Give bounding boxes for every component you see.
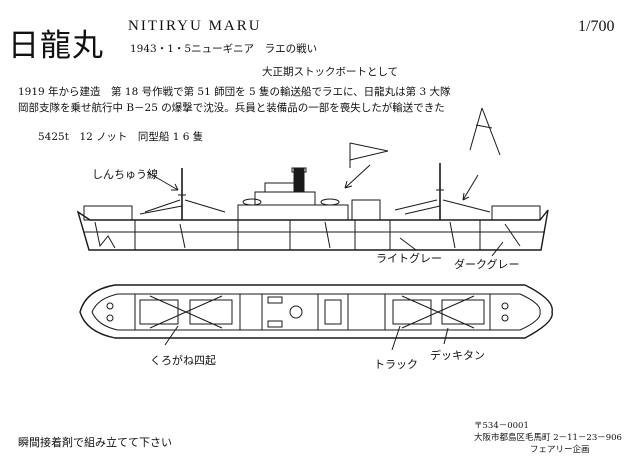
maker-name: フェアリー企画 xyxy=(530,445,590,455)
label-brass-wire: しんちゅう線 xyxy=(92,168,158,181)
maker-address: 大阪市都島区毛馬町 2－11－23－906 xyxy=(474,433,622,443)
battle-date-line: 1943・1・5ニューギニア ラエの戦い xyxy=(130,43,318,55)
description-line-2: 岡部支隊を乗せ航行中 B－25 の爆撃で沈没。兵員と装備品の一部を喪失したが輸送… xyxy=(18,102,445,114)
ship-title-japanese: 日龍丸 xyxy=(8,28,104,64)
ship-specs: 5425t 12 ノット 同型船 1 6 隻 xyxy=(38,131,204,143)
assembly-instruction: 瞬間接着剤で組み立てて下さい xyxy=(18,436,172,449)
label-deck-tan: デッキタン xyxy=(430,349,485,362)
label-truck: トラック xyxy=(374,358,418,371)
label-kurogane-vehicle: くろがね四起 xyxy=(150,354,216,367)
label-light-gray: ライトグレー xyxy=(376,252,442,265)
ship-title-romaji: NITIRYU MARU xyxy=(128,18,262,34)
description-line-1: 1919 年から建造 第 18 号作戦で第 51 師団を 5 隻の輸送船でラエに… xyxy=(18,86,451,98)
top-view xyxy=(79,284,553,351)
postal-code: 〒534－0001 xyxy=(474,421,529,431)
description-heading: 大正期ストックボートとして xyxy=(262,66,399,78)
side-view xyxy=(76,107,549,257)
scale-label: 1/700 xyxy=(578,18,615,35)
label-dark-gray: ダークグレー xyxy=(454,258,520,271)
